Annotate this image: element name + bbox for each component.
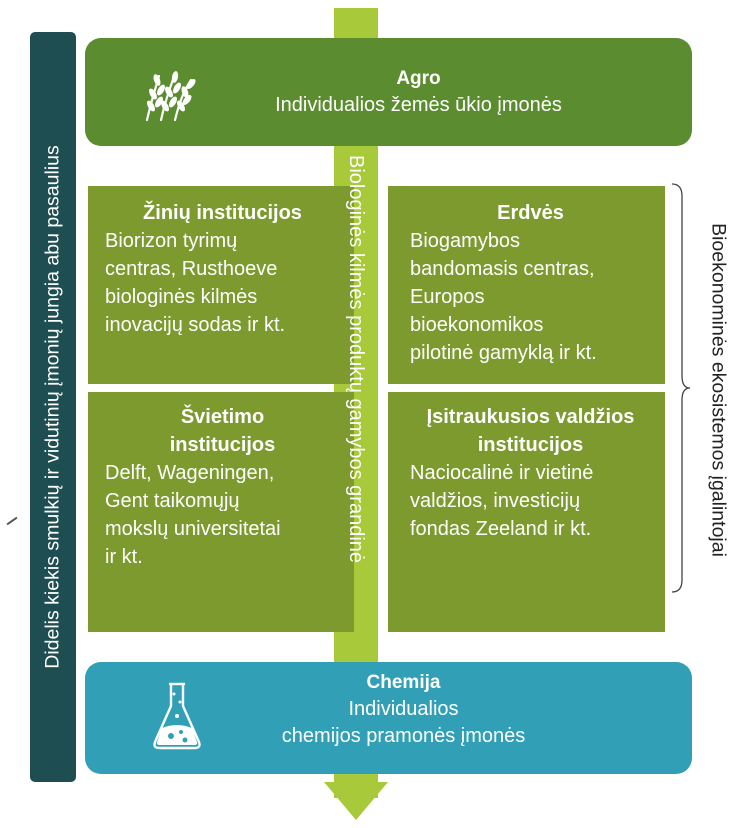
chemija-subtitle-line1: Individualios	[348, 698, 459, 720]
agro-banner: Agro Individualios žemės ūkio įmonės	[85, 38, 692, 146]
box-line: centras, Rusthoeve	[105, 258, 278, 280]
box-line: inovacijų sodas ir kt.	[105, 314, 286, 336]
box-line: bandomasis centras,	[410, 258, 595, 280]
agro-subtitle: Individualios žemės ūkio įmonės	[275, 94, 562, 116]
box-line: Naciocalinė ir vietinė	[410, 462, 594, 484]
left-bar: Didelis kiekis smulkių ir vidutinių įmon…	[30, 32, 76, 782]
box-education-institutions: Švietimo institucijos Delft, Wageningen,…	[88, 392, 354, 632]
box-title: institucijos	[477, 434, 584, 456]
right-label: Bioekonominės ekosistemos įgalintojai	[707, 223, 730, 557]
box-title: Įsitraukusios valdžios	[426, 406, 635, 428]
chemija-subtitle-line2: chemijos pramonės įmonės	[281, 725, 526, 747]
box-line: fondas Zeeland ir kt.	[410, 518, 592, 540]
right-brace	[671, 183, 690, 593]
chemija-banner: Chemija Individualios chemijos pramonės …	[85, 662, 692, 774]
box-line: Biogamybos	[410, 230, 521, 252]
value-chain-label: Biologinės kilmės produktų gamybos grand…	[345, 155, 367, 564]
box-line: Biorizon tyrimų	[105, 230, 238, 252]
box-line: Delft, Wageningen,	[105, 462, 275, 484]
box-line: mokslų universitetai	[105, 518, 281, 540]
box-line: Gent taikomųjų	[105, 490, 240, 512]
box-line: valdžios, investicijų	[410, 490, 581, 512]
box-title: Žinių institucijos	[143, 202, 302, 224]
value-chain-arrow-head	[324, 782, 388, 820]
box-line: pilotinė gamyklą ir kt.	[410, 342, 597, 364]
box-title: institucijos	[169, 434, 276, 456]
box-line: ir kt.	[105, 546, 143, 568]
box-title: Švietimo	[180, 406, 265, 428]
box-spaces: Erdvės Biogamybos bandomasis centras, Eu…	[388, 186, 665, 384]
wheat-icon	[145, 71, 196, 122]
flask-icon	[153, 682, 201, 750]
box-line: biologinės kilmės	[105, 286, 258, 308]
box-line: Europos	[410, 286, 485, 308]
agro-title: Agro	[396, 68, 441, 89]
box-government-institutions: Įsitraukusios valdžios institucijos Naci…	[388, 392, 665, 632]
box-title: Erdvės	[497, 202, 564, 224]
box-line: bioekonomikos	[410, 314, 544, 336]
box-knowledge-institutions: Žinių institucijos Biorizon tyrimų centr…	[88, 186, 354, 384]
left-bar-label: Didelis kiekis smulkių ir vidutinių įmon…	[41, 145, 64, 669]
tick-mark	[6, 516, 18, 526]
chemija-title: Chemija	[366, 672, 441, 693]
